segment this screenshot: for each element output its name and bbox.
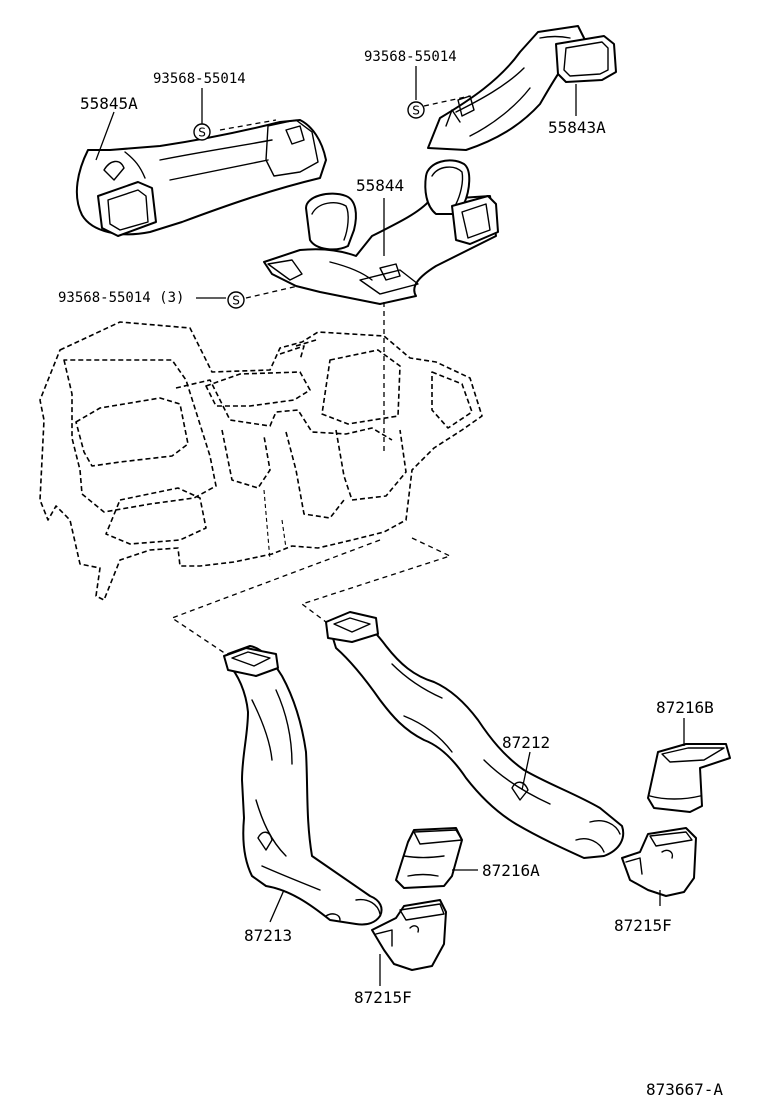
label-87215f-left: 87215F	[354, 988, 412, 1007]
duct-87216a	[395, 827, 463, 889]
screw-symbol-text: S	[198, 126, 206, 140]
connection-lines	[170, 95, 471, 655]
label-55844: 55844	[356, 176, 405, 195]
duct-87213	[223, 645, 383, 926]
label-87213: 87213	[244, 926, 293, 945]
heater-unit-ghost	[39, 321, 483, 601]
duct-55844	[263, 159, 499, 305]
label-screw-b: 93568-55014	[364, 49, 457, 65]
label-screw-c: 93568-55014 (3)	[58, 290, 185, 306]
duct-55843a	[427, 25, 617, 151]
duct-87216b	[647, 743, 731, 813]
duct-87215f-right	[621, 827, 697, 897]
label-87216a: 87216A	[482, 861, 540, 880]
label-87215f-right: 87215F	[614, 916, 672, 935]
duct-87212	[325, 611, 625, 859]
label-screw-a: 93568-55014	[153, 71, 246, 87]
duct-55845a	[75, 119, 327, 237]
screw-symbol-text: S	[232, 294, 240, 308]
label-55843a: 55843A	[548, 118, 606, 137]
screw-symbol-text: S	[412, 104, 420, 118]
leader-lines	[95, 66, 685, 986]
figure-id: 873667-A	[646, 1080, 724, 1099]
screw-symbol-a: S	[193, 123, 211, 141]
screw-symbol-c: S	[227, 291, 245, 309]
screw-symbol-b: S	[407, 101, 425, 119]
duct-87215f-left	[371, 899, 447, 971]
label-55845a: 55845A	[80, 94, 138, 113]
label-87216b: 87216B	[656, 698, 714, 717]
label-87212: 87212	[502, 733, 551, 752]
